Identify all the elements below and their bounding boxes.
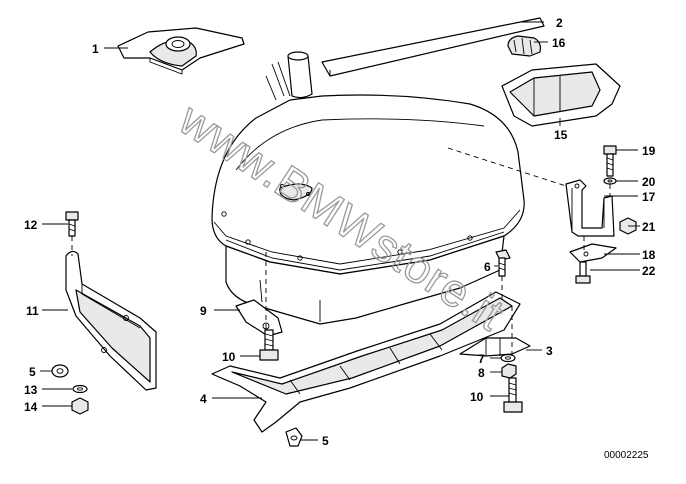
part-insulation-strip — [321, 17, 545, 77]
callout-9: 9 — [200, 304, 207, 318]
callout-8: 8 — [478, 366, 485, 380]
callout-1: 1 — [92, 42, 99, 56]
part-bolt-19 — [603, 145, 617, 177]
callout-13: 13 — [24, 383, 38, 397]
callout-7: 7 — [478, 352, 485, 366]
part-fuel-tank — [211, 51, 525, 325]
leader-lines — [40, 21, 640, 441]
part-nut-8 — [501, 363, 517, 379]
part-bolt-right — [503, 377, 523, 413]
callout-22: 22 — [642, 264, 656, 278]
callouts: 1 2 16 15 19 20 17 21 18 22 12 11 5 13 1… — [24, 16, 656, 448]
part-bolt-left — [259, 329, 279, 361]
callout-15: 15 — [554, 128, 568, 142]
callout-6: 6 — [484, 260, 491, 274]
callout-21: 21 — [642, 220, 656, 234]
callout-5-left: 5 — [29, 365, 36, 379]
callout-16: 16 — [552, 36, 566, 50]
callout-10-right: 10 — [470, 390, 484, 404]
callout-19: 19 — [642, 144, 656, 158]
callout-11: 11 — [26, 304, 39, 318]
part-heat-shield — [501, 63, 621, 127]
callout-5-bottom: 5 — [322, 434, 329, 448]
callout-17: 17 — [642, 190, 656, 204]
callout-14: 14 — [24, 400, 38, 414]
callout-20: 20 — [642, 175, 656, 189]
drawing-number: 00002225 — [604, 450, 649, 461]
callout-3: 3 — [546, 344, 553, 358]
callout-18: 18 — [642, 248, 656, 262]
callout-4: 4 — [200, 392, 207, 406]
part-nut-14 — [71, 397, 89, 415]
part-bolt-6 — [495, 249, 511, 277]
part-support-bracket — [459, 337, 531, 357]
callout-2: 2 — [556, 16, 563, 30]
part-washer-13 — [72, 384, 88, 394]
part-cover-plate — [117, 27, 245, 75]
part-washer-20 — [603, 177, 617, 185]
part-washer-7 — [500, 353, 516, 363]
part-plate-18 — [569, 243, 617, 263]
part-side-shield — [65, 250, 157, 391]
part-grommet-left — [51, 364, 69, 378]
part-bracket-17 — [565, 179, 615, 237]
callout-10-left: 10 — [222, 350, 236, 364]
part-underbody-shield — [211, 291, 521, 433]
part-bolt-22 — [575, 261, 591, 284]
part-grommet-bottom — [285, 427, 303, 447]
part-clip — [507, 35, 541, 57]
callout-12: 12 — [24, 218, 38, 232]
